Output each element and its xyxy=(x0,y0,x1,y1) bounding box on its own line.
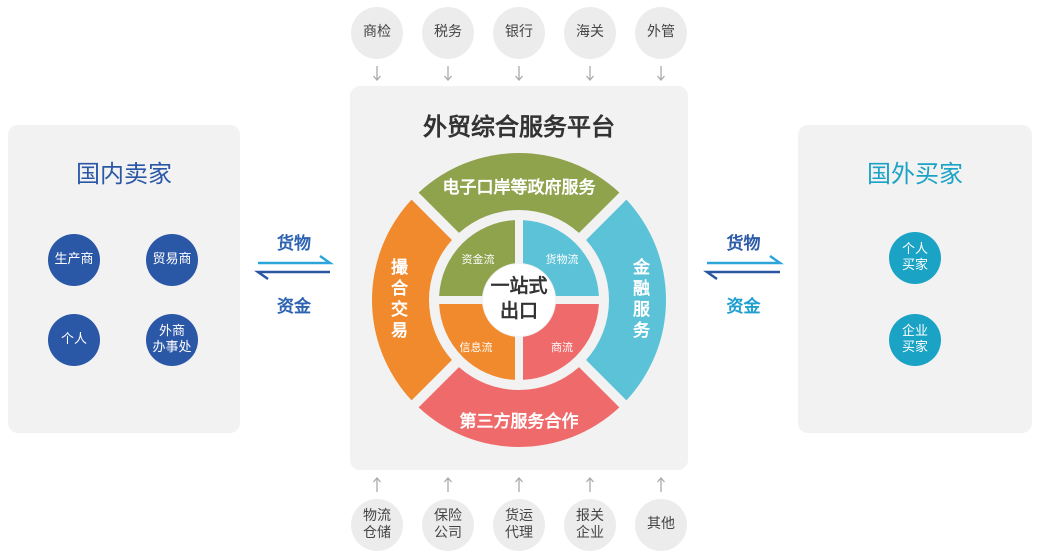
buyer-node-enterprise: 企业 买家 xyxy=(889,314,941,366)
up-arrow-icon xyxy=(373,477,381,492)
inner-quadrant-commerce-flow xyxy=(523,304,599,380)
inner-label-goods-flow: 货物流 xyxy=(545,253,579,266)
partner-node-freight-forwarder: 货运 代理 xyxy=(493,499,545,551)
center-label-line: 出口 xyxy=(499,300,538,322)
seller-label-line: 办事处 xyxy=(152,340,192,355)
ring-segment-third-party-cooperation xyxy=(418,367,620,448)
partner-label-line: 代理 xyxy=(505,525,533,541)
down-arrow-icon xyxy=(657,66,665,81)
foreign-buyers-title: 国外买家 xyxy=(867,160,963,188)
seller-label-line: 外商 xyxy=(158,323,185,339)
ring-segment-government-services xyxy=(418,152,620,233)
partner-label-line: 企业 xyxy=(576,525,604,541)
seller-node-trader: 贸易商 xyxy=(146,234,198,286)
down-arrow-icon xyxy=(515,66,523,81)
seller-label-line: 贸易商 xyxy=(152,251,192,267)
down-arrow-icon xyxy=(586,66,594,81)
partner-node-other: 其他 xyxy=(635,499,687,551)
agency-label: 外管 xyxy=(647,24,675,41)
partner-label-line: 其他 xyxy=(647,516,675,533)
buyer-node-individual: 个人 买家 xyxy=(889,232,941,284)
center-label-line: 一站式 xyxy=(490,275,548,297)
top-connectors xyxy=(373,66,665,81)
seller-label-line: 生产商 xyxy=(54,251,94,267)
ring-label-financial-services: 金融服务 xyxy=(629,258,649,342)
ring-label-matchmaking-trade: 撮合交易 xyxy=(387,258,407,342)
ring-segment-matchmaking-trade xyxy=(371,199,452,401)
goods-arrow-icon xyxy=(707,254,784,265)
bottom-connectors xyxy=(373,477,665,492)
ring-label-third-party-cooperation: 第三方服务合作 xyxy=(459,412,579,432)
platform-title: 外贸综合服务平台 xyxy=(423,113,615,141)
partner-node-logistics-warehousing: 物流 仓储 xyxy=(351,499,403,551)
goods-arrow-icon xyxy=(258,254,334,265)
up-arrow-icon xyxy=(515,477,523,492)
inner-label-fund-flow: 资金流 xyxy=(461,253,495,266)
inner-quadrant-fund-flow xyxy=(439,220,515,296)
agency-label: 税务 xyxy=(434,24,462,41)
agency-node-bank: 银行 xyxy=(493,7,545,59)
down-arrow-icon xyxy=(444,66,452,81)
seller-label-line: 个人 xyxy=(60,331,87,347)
down-arrow-icon xyxy=(373,66,381,81)
buyer-label-line: 买家 xyxy=(901,340,928,355)
agency-label: 商检 xyxy=(363,24,391,41)
agency-node-commodity-inspection: 商检 xyxy=(351,7,403,59)
up-arrow-icon xyxy=(444,477,452,492)
agency-label: 海关 xyxy=(576,24,604,41)
center-circle xyxy=(483,264,555,336)
agency-label: 银行 xyxy=(505,24,533,41)
agency-node-forex-administration: 外管 xyxy=(635,7,687,59)
left-goods-label: 货物 xyxy=(277,234,311,254)
up-arrow-icon xyxy=(657,477,665,492)
inner-quadrant-information-flow xyxy=(439,304,515,380)
agency-node-customs: 海关 xyxy=(564,7,616,59)
partner-label-line: 货运 xyxy=(505,507,533,524)
partner-label-line: 公司 xyxy=(434,525,462,541)
right-funds-label: 资金 xyxy=(726,297,761,317)
inner-quadrant-goods-flow xyxy=(523,220,599,296)
buyer-label-line: 买家 xyxy=(901,258,928,273)
partner-label-line: 保险 xyxy=(434,507,462,524)
buyer-label-line: 企业 xyxy=(901,323,928,339)
buyer-label-line: 个人 xyxy=(901,241,928,257)
up-arrow-icon xyxy=(586,477,594,492)
seller-node-foreign-office: 外商 办事处 xyxy=(146,314,198,366)
inner-label-information-flow: 信息流 xyxy=(459,341,493,354)
ring-label-government-services: 电子口岸等政府服务 xyxy=(442,178,596,198)
domestic-sellers-panel xyxy=(8,125,240,433)
right-goods-label: 货物 xyxy=(726,234,761,254)
seller-node-manufacturer: 生产商 xyxy=(48,234,100,286)
agency-node-tax: 税务 xyxy=(422,7,474,59)
center-label: 一站式 出口 xyxy=(479,274,559,324)
domestic-sellers-title: 国内卖家 xyxy=(76,160,172,188)
partner-label-line: 报关 xyxy=(576,507,604,524)
partner-label-line: 仓储 xyxy=(363,525,391,541)
funds-arrow-icon xyxy=(254,270,330,281)
funds-arrow-icon xyxy=(703,270,780,281)
partner-node-insurance-company: 保险 公司 xyxy=(422,499,474,551)
seller-node-individual: 个人 xyxy=(48,314,100,366)
ring-segment-financial-services xyxy=(586,199,667,401)
left-funds-label: 资金 xyxy=(277,297,311,317)
partner-node-customs-broker: 报关 企业 xyxy=(564,499,616,551)
inner-label-commerce-flow: 商流 xyxy=(551,341,573,354)
partner-label-line: 物流 xyxy=(363,507,391,524)
